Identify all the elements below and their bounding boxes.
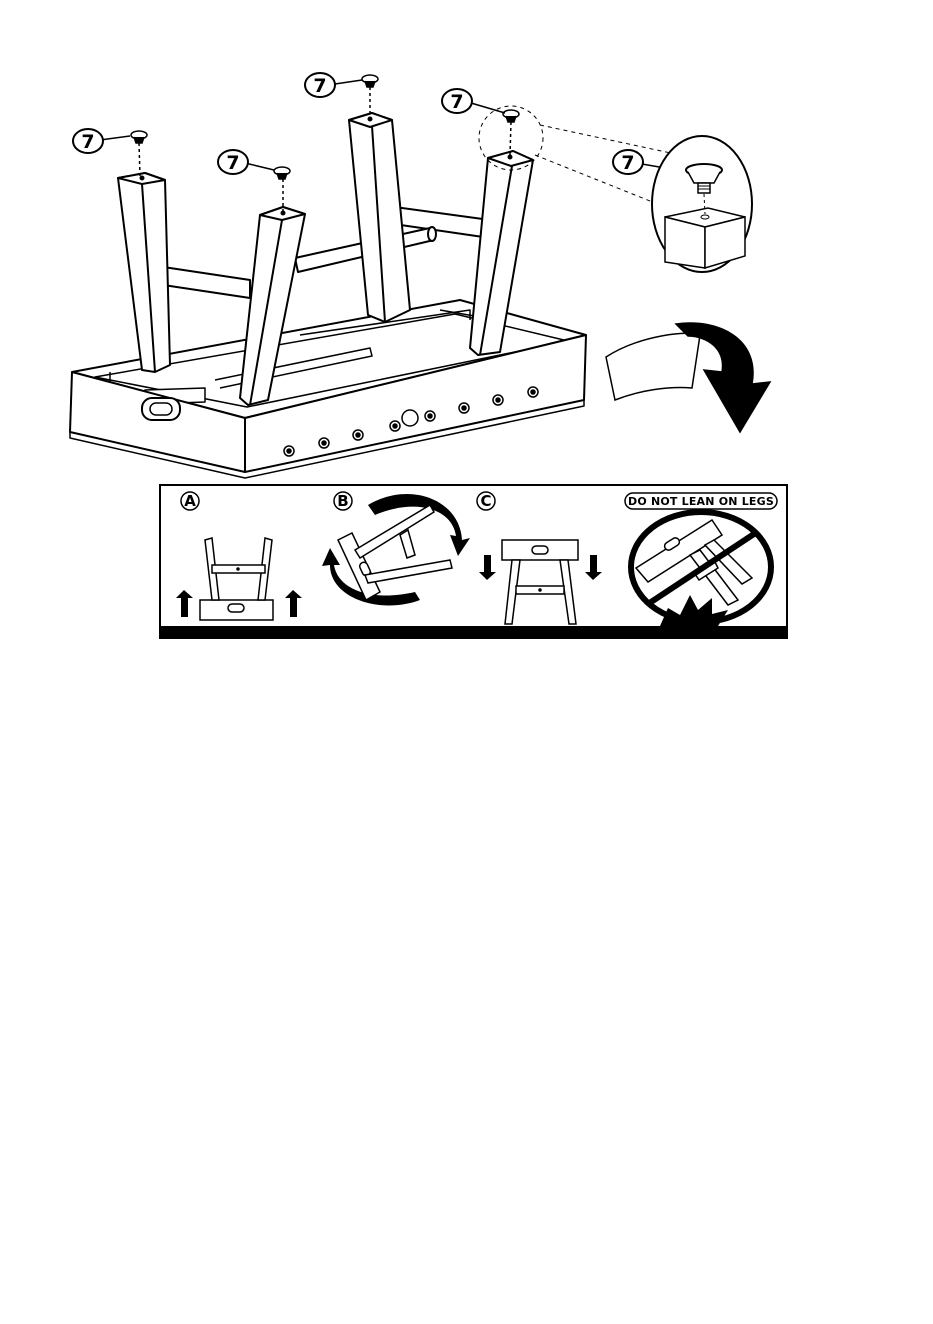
svg-text:7: 7 [621,152,634,174]
table-main-illustration [70,113,586,478]
flip-arrow-icon [606,323,770,432]
svg-text:A: A [184,492,196,510]
callout-7-a: 7 [73,129,103,153]
svg-text:B: B [337,492,348,510]
leg-back-left [349,113,410,322]
svg-text:C: C [480,492,491,510]
svg-text:DO NOT LEAN ON LEGS: DO NOT LEAN ON LEGS [628,495,774,508]
svg-text:7: 7 [313,75,326,97]
callout-7-detail: 7 [613,150,643,174]
svg-text:7: 7 [450,91,463,113]
callout-7-d: 7 [442,89,472,113]
svg-text:7: 7 [226,152,239,174]
instruction-panel: A B [160,485,787,638]
floor-bar [160,626,787,638]
svg-text:7: 7 [81,131,94,153]
detail-zoom [652,136,752,272]
callout-7-c: 7 [305,73,335,97]
callout-7-b: 7 [218,150,248,174]
